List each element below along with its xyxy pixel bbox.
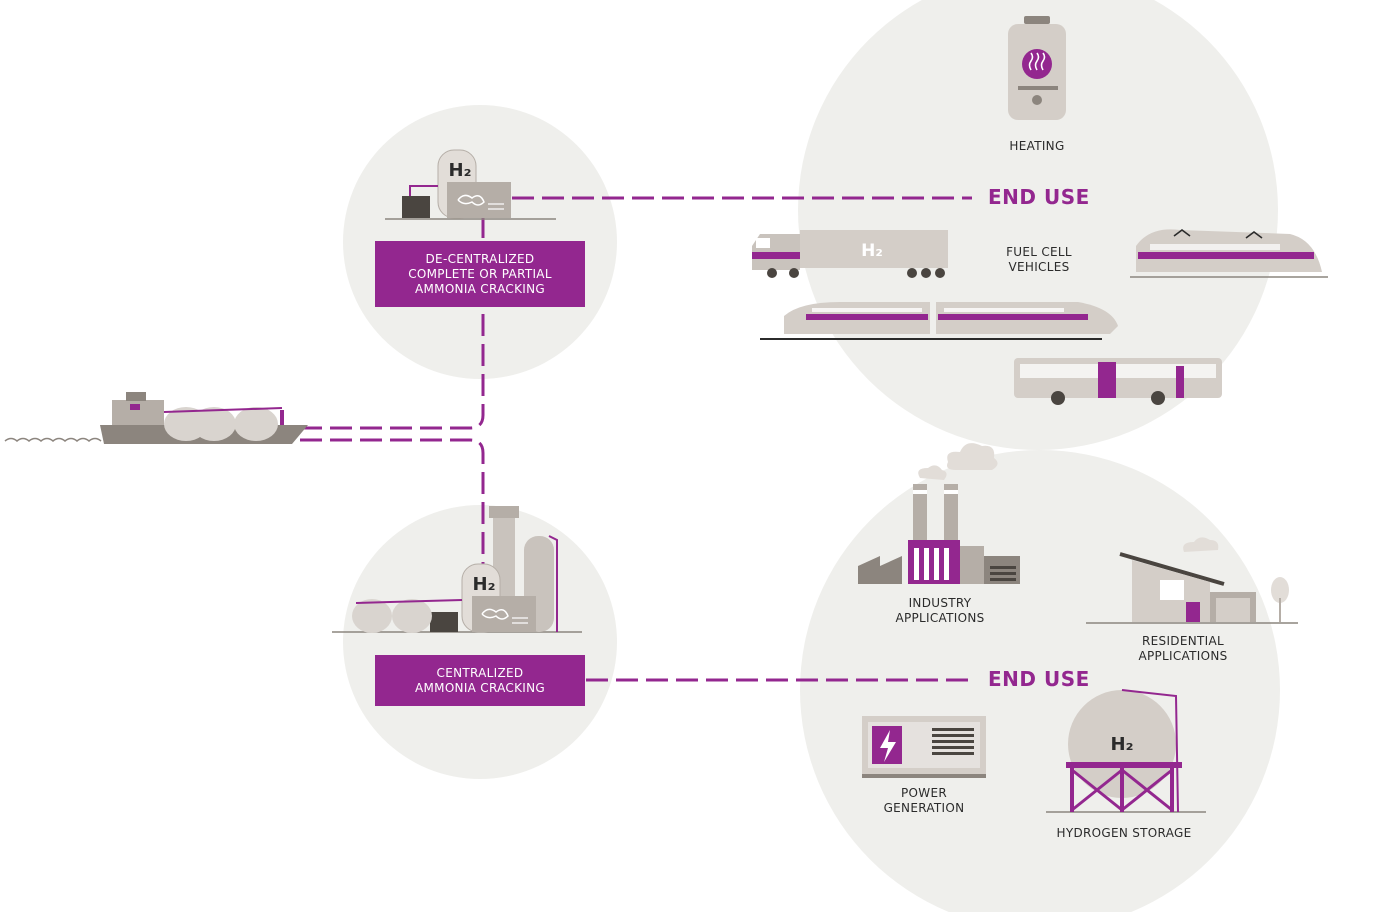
end-use-top-title: END USE — [988, 185, 1090, 209]
hydrogen-storage-tank-icon: H₂ — [1046, 689, 1206, 813]
hydrogen-storage-label: HYDROGEN STORAGE — [1056, 826, 1192, 840]
truck-h2-label: H₂ — [861, 241, 883, 261]
decentral-h2-label: H₂ — [449, 160, 472, 181]
residential-house-icon — [1086, 537, 1298, 624]
fuel-cell-vehicles-label: FUEL CELL VEHICLES — [1006, 245, 1072, 274]
power-generation-label: POWER GENERATION — [883, 786, 965, 815]
centralized-circle — [343, 505, 617, 779]
fuel-cell-train-icon — [1130, 229, 1328, 278]
centralized-cracker-plant: H₂ — [332, 506, 582, 633]
waves — [4, 437, 102, 442]
high-speed-train-icon — [760, 302, 1118, 340]
storage-h2-label: H₂ — [1111, 734, 1134, 755]
fuel-cell-truck-icon: H₂ — [752, 230, 948, 278]
power-generator-icon — [862, 716, 986, 778]
residential-applications-label: RESIDENTIAL APPLICATIONS — [1138, 634, 1228, 663]
fuel-cell-bus-icon — [1014, 358, 1222, 405]
end-use-top-circle — [798, 0, 1278, 450]
ship-to-central-connector — [300, 438, 485, 618]
decentralized-cracker-plant: H₂ — [385, 149, 556, 220]
centralized-cracking-box: CENTRALIZED AMMONIA CRACKING — [375, 655, 585, 706]
decentralized-cracking-box: DE-CENTRALIZED COMPLETE OR PARTIAL AMMON… — [375, 241, 585, 307]
ammonia-tanker-ship — [100, 392, 308, 444]
industry-applications-label: INDUSTRY APPLICATIONS — [895, 596, 985, 625]
heating-label: HEATING — [1009, 139, 1065, 153]
ship-to-decentral-connector — [300, 308, 485, 430]
central-h2-label: H₂ — [473, 574, 496, 595]
flow-connectors — [300, 196, 972, 682]
heating-boiler-icon — [1008, 16, 1066, 120]
industry-factory-icon — [858, 443, 1020, 584]
end-use-bottom-title: END USE — [988, 667, 1090, 691]
